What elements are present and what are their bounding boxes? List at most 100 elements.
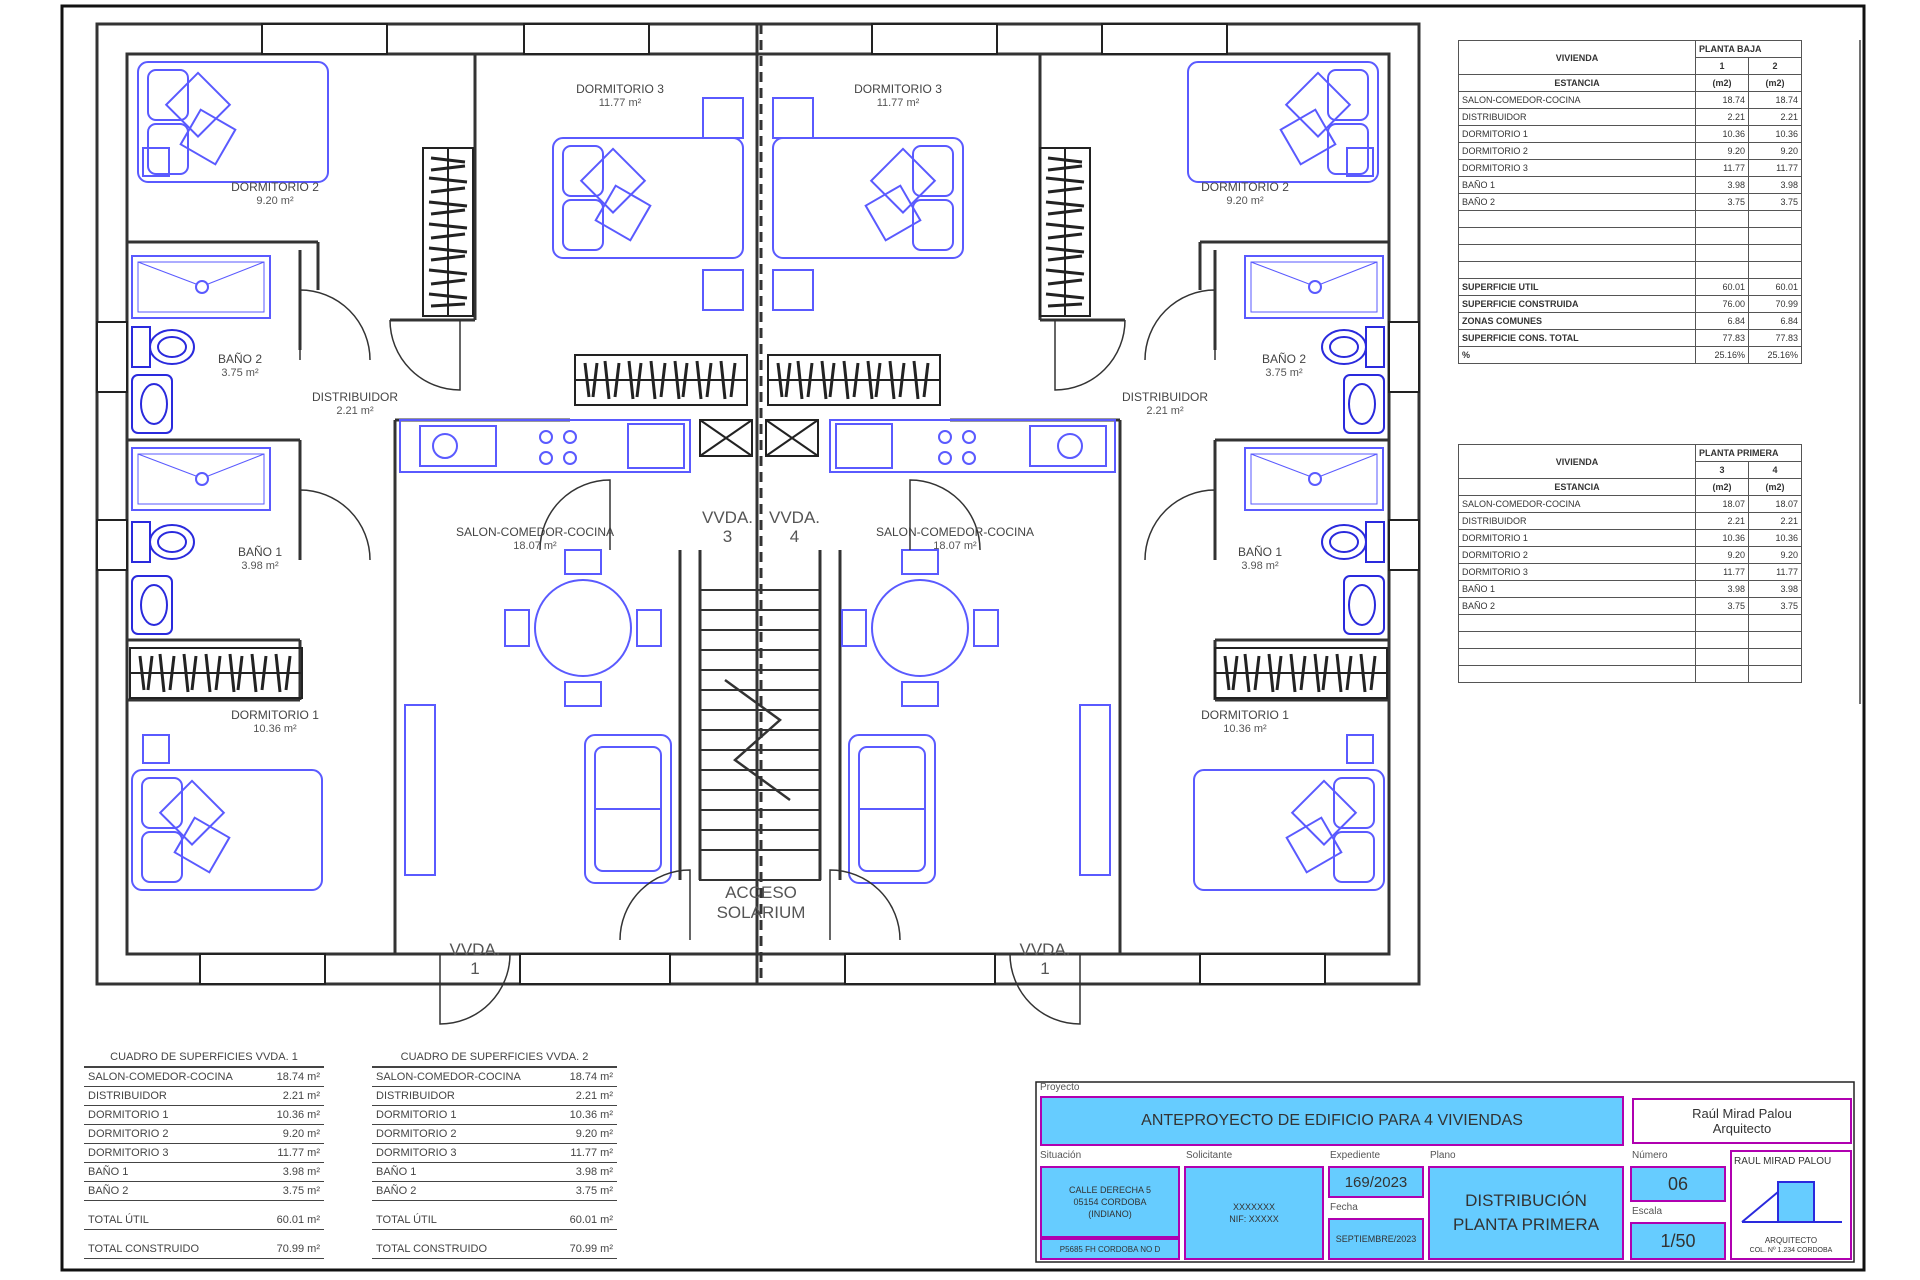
beds [131,61,1385,891]
row-name: DORMITORIO 2 [372,1124,556,1144]
acceso-line-2: SOLARIUM [716,903,806,922]
row-value: 9.20 [1695,142,1749,160]
room-area: 3.75 m² [221,367,259,379]
table-planta-baja: VIVIENDA PLANTA BAJA 1 2 ESTANCIA (m2) (… [1458,40,1802,364]
row-name: SALON-COMEDOR-COCINA [1458,495,1696,513]
row-name: BAÑO 1 [1458,176,1696,194]
row-name: BAÑO 2 [372,1181,556,1201]
row-value: 10.36 [1695,529,1749,547]
total-value: 70.99 [1748,295,1802,313]
room-name: BAÑO 1 [1237,545,1282,559]
table-unit-row: ESTANCIA (m2) (m2) [1458,478,1802,496]
total-value: 60.01 [1748,278,1802,296]
fecha-value: SEPTIEMBRE/2023 [1335,1234,1417,1244]
row-value: 3.98 [1695,176,1749,194]
plano-line-1: DISTRIBUCIÓN [1465,1191,1587,1210]
solicitante-name: XXXXXXX [1232,1202,1276,1212]
expediente-box: 169/2023 [1328,1166,1424,1198]
architect-title: Arquitecto [1712,1121,1772,1136]
vvda-num: 3 [722,527,733,546]
table-row-empty [1458,665,1802,683]
col-2: 2 [1748,57,1802,75]
room-area: 9.20 m² [256,195,294,207]
cuadro-caption: CUADRO DE SUPERFICIES VVDA. 1 [84,1048,324,1068]
col-3: 3 [1695,461,1749,479]
plano-label: Plano [1430,1150,1456,1161]
row-value: 10.36 [1695,125,1749,143]
row-value: 3.75 m² [263,1181,324,1201]
row-value: 11.77 [1695,563,1749,581]
room-name: DORMITORIO 1 [1201,708,1289,722]
row-value: 10.36 m² [263,1105,324,1125]
room-area: 10.36 m² [1223,723,1267,735]
row-value: 10.36 m² [555,1105,617,1125]
label-vvda-1-left: VVDA.1 [440,940,510,978]
ventilation-shafts [699,419,819,457]
table-row-empty [1458,648,1802,666]
row-name: DISTRIBUIDOR [1458,512,1696,530]
architect-logo-icon [1741,1181,1842,1223]
situacion-line: 05154 CORDOBA [1073,1197,1147,1207]
row-name: DORMITORIO 3 [1458,159,1696,177]
situacion-label: Situación [1040,1150,1082,1161]
cuadro-caption: CUADRO DE SUPERFICIES VVDA. 2 [372,1048,617,1068]
room-area: 3.98 m² [1241,560,1279,572]
table-cols-row: 1 2 [1459,57,1802,75]
row-name: DORMITORIO 3 [1458,563,1696,581]
vvda-name: VVDA. [768,508,821,527]
row-value: 11.77 m² [555,1143,617,1163]
room-name: DORMITORIO 1 [231,708,319,722]
logo-sub-1: ARQUITECTO [1764,1236,1818,1245]
total-value: 25.16% [1748,346,1802,364]
total-value: 77.83 [1748,329,1802,347]
total-value: 70.99 m² [555,1240,617,1259]
row-value: 3.98 m² [555,1162,617,1182]
situacion-line: (INDIANO) [1088,1209,1132,1219]
row-name: DISTRIBUIDOR [1458,108,1696,126]
row-name: BAÑO 2 [1458,193,1696,211]
row-name: DORMITORIO 1 [372,1105,556,1125]
cuadro-superficies-vvda-1: CUADRO DE SUPERFICIES VVDA. 1 SALON-COME… [84,1048,324,1259]
header-planta: PLANTA BAJA [1695,40,1802,58]
solicitante-label: Solicitante [1186,1150,1233,1161]
row-value: 3.98 [1748,580,1802,598]
escala-label: Escala [1632,1206,1663,1217]
row-name: DISTRIBUIDOR [372,1086,556,1106]
total-value: 70.99 m² [263,1240,324,1259]
total-name: TOTAL CONSTRUIDO [372,1240,556,1259]
header-vivienda: VIVIENDA [1458,40,1696,75]
table-header-row: VIVIENDA PLANTA BAJA [1458,40,1802,75]
row-name: DORMITORIO 1 [84,1105,264,1125]
cuadro-superficies-vvda-2: CUADRO DE SUPERFICIES VVDA. 2 SALON-COME… [372,1048,617,1259]
row-value: 18.07 [1748,495,1802,513]
room-area: 10.36 m² [253,723,297,735]
table-unit-row: ESTANCIA (m2) (m2) [1458,74,1802,92]
escala-box: 1/50 [1630,1222,1726,1260]
plano-box: DISTRIBUCIÓN PLANTA PRIMERA [1428,1166,1624,1260]
total-name: SUPERFICIE CONS. TOTAL [1458,329,1696,347]
total-value: 6.84 [1695,312,1749,330]
row-value: 3.75 [1695,193,1749,211]
total-value: 6.84 [1748,312,1802,330]
total-name: TOTAL ÚTIL [84,1211,264,1230]
row-name: DISTRIBUIDOR [84,1086,264,1106]
row-name: BAÑO 1 [372,1162,556,1182]
total-name: ZONAS COMUNES [1458,312,1696,330]
row-value: 18.74 [1748,91,1802,109]
